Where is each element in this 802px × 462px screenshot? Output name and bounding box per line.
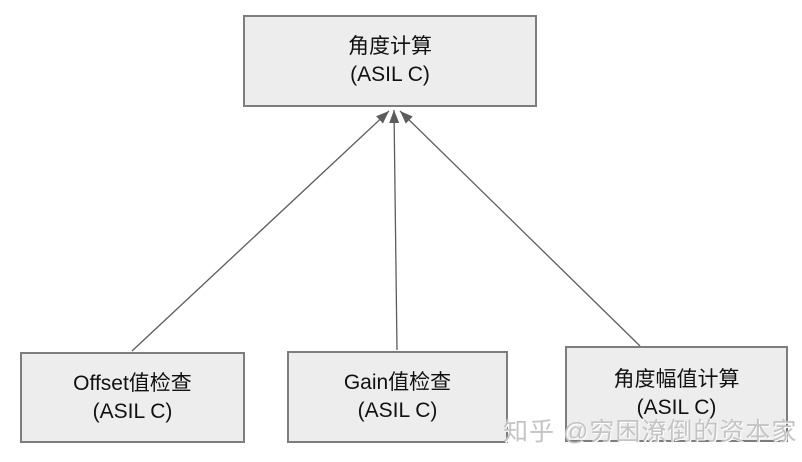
node-angle-calculation: 角度计算 (ASIL C): [243, 15, 537, 107]
node-asil-level: (ASIL C): [636, 396, 717, 419]
node-label: 角度幅值计算: [613, 368, 740, 391]
node-asil-level: (ASIL C): [92, 399, 173, 423]
node-gain-value-check: Gain值检查 (ASIL C): [287, 351, 508, 443]
node-label: Gain值检查: [343, 371, 452, 394]
node-label: 角度计算: [348, 35, 432, 58]
node-asil-level: (ASIL C): [350, 63, 430, 86]
node-angle-amplitude-calculation: 角度幅值计算 (ASIL C): [565, 346, 788, 442]
node-offset-value-check: Offset值检查 (ASIL C): [20, 352, 245, 443]
edge-offset-check-to-angle-calc: [131, 110, 390, 352]
edge-gain-check-to-angle-calc: [389, 109, 400, 351]
node-asil-level: (ASIL C): [357, 399, 438, 422]
node-label: Offset值检查: [73, 371, 192, 395]
edge-amplitude-calc-to-angle-calc: [399, 110, 641, 347]
